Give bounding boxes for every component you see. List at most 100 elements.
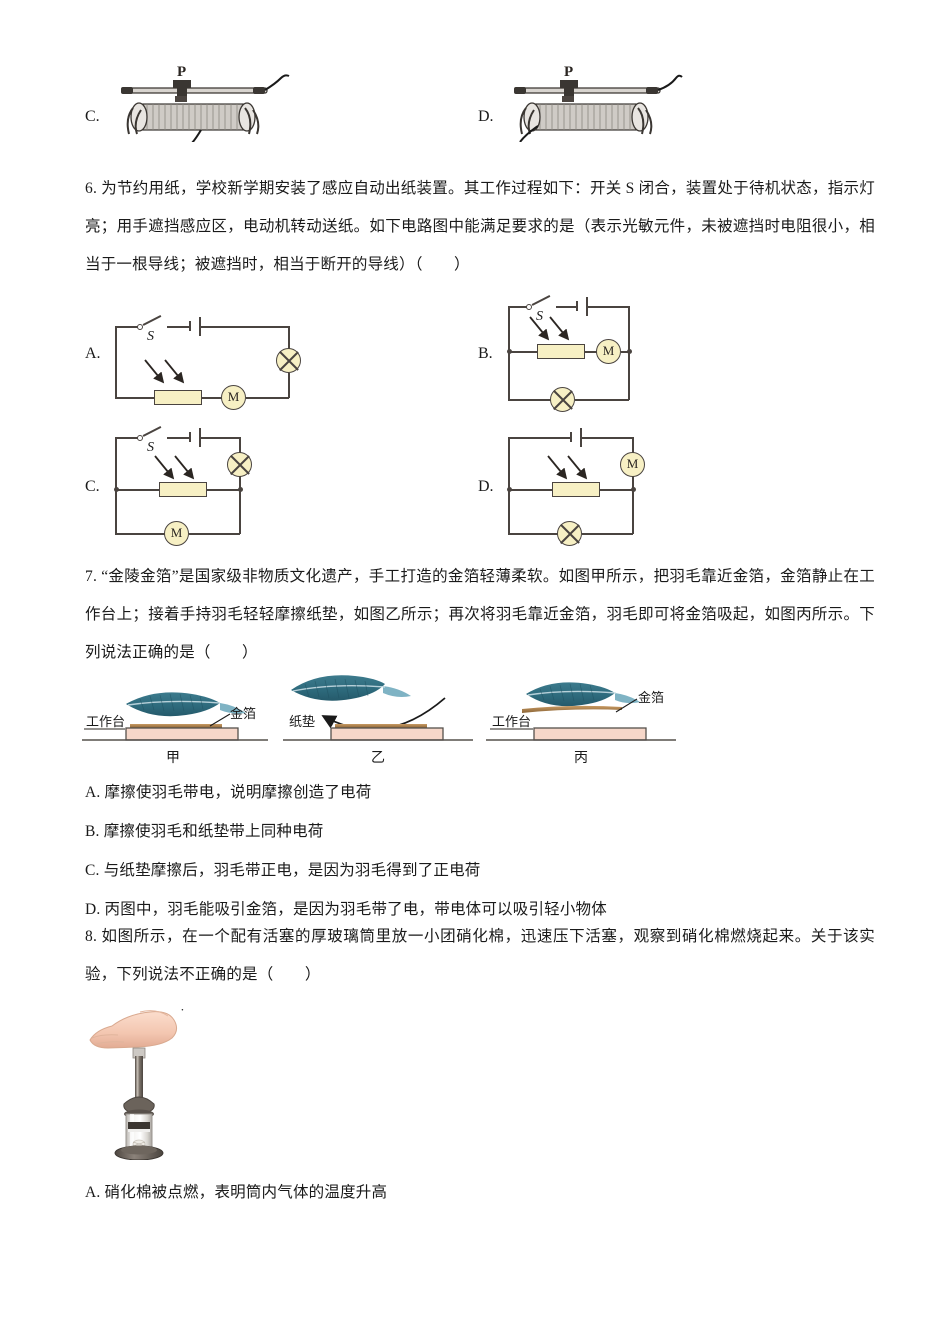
light-arrows	[528, 315, 578, 345]
wire-left	[115, 437, 117, 534]
question-7-text: 7. “金陵金箔”是国家级非物质文化遗产，手工打造的金箔轻薄柔软。如图甲所示，把…	[85, 558, 875, 672]
rheostat-figure-c: P	[115, 60, 295, 147]
wire-to-battery	[167, 437, 189, 439]
switch-pivot	[526, 303, 532, 310]
q8-option-a: A. 硝化棉被点燃，表明筒内气体的温度升高	[85, 1184, 388, 1201]
svg-text:P: P	[177, 64, 186, 80]
light-arrows	[546, 454, 596, 484]
wire-mid-right	[621, 351, 630, 353]
battery-short-plate	[570, 432, 572, 442]
svg-text:工作台: 工作台	[492, 714, 531, 729]
wire-bottom-right	[246, 397, 289, 399]
question-8-text: 8. 如图所示，在一个配有活塞的厚玻璃筒里放一小团硝化棉，迅速压下活塞，观察到硝…	[85, 918, 875, 994]
wire-top-left	[115, 437, 139, 439]
svg-text:丙: 丙	[574, 751, 588, 766]
light-arrows	[143, 358, 193, 388]
switch-pivot	[137, 434, 143, 441]
q7-body: “金陵金箔”是国家级非物质文化遗产，手工打造的金箔轻薄柔软。如图甲所示，把羽毛靠…	[85, 568, 875, 661]
switch-pivot	[137, 323, 143, 330]
wire-top-right	[582, 437, 633, 439]
svg-text:甲: 甲	[166, 751, 180, 766]
wire-top-right	[201, 326, 289, 328]
switch-label-s: S	[147, 440, 154, 455]
q7-option-d: D. 丙图中，羽毛能吸引金箔，是因为羽毛带了电，带电体可以吸引轻小物体	[85, 901, 607, 918]
photoresistor-symbol	[154, 390, 202, 405]
motor-symbol: M	[164, 521, 189, 546]
wire-right-lower	[239, 489, 241, 534]
battery-short-plate	[189, 321, 191, 331]
battery-long-plate	[199, 428, 201, 447]
wire-top-left	[508, 306, 528, 308]
wire-right-lower	[628, 351, 630, 400]
svg-text:金箔: 金箔	[230, 706, 256, 721]
wire-right-lower	[288, 373, 290, 398]
wire-top-left	[115, 326, 139, 328]
svg-text:乙: 乙	[371, 750, 385, 766]
battery-short-plate	[189, 432, 191, 442]
svg-text:P: P	[564, 64, 573, 80]
q7-option-c: C. 与纸垫摩擦后，羽毛带正电，是因为羽毛得到了正电荷	[85, 862, 481, 879]
q8-body-part1: 如图所示，在一个配有活塞的厚玻璃筒里放一小团硝化棉，迅速压下活塞，观察到硝化棉燃…	[85, 928, 875, 983]
photoresistor-symbol	[537, 344, 585, 359]
switch-lever	[142, 426, 162, 437]
wire-bottom-right	[189, 533, 240, 535]
circuit-option-c: S M	[113, 426, 355, 553]
wire-mid-left	[508, 351, 538, 353]
battery-short-plate	[576, 301, 578, 311]
switch-label-s: S	[147, 329, 154, 344]
question-6-text: 6. 为节约用纸，学校新学期安装了感应自动出纸装置。其工作过程如下：开关 S 闭…	[85, 170, 875, 284]
wire-bottom-left	[115, 397, 155, 399]
wire-right-upper	[288, 326, 290, 350]
q8-number: 8.	[85, 928, 98, 945]
wire-mid-center	[585, 351, 597, 353]
svg-text:纸垫: 纸垫	[289, 714, 315, 729]
q8-emphasis: 不正确	[179, 966, 226, 983]
wire-to-battery	[556, 306, 576, 308]
wire-bottom-left	[508, 399, 551, 401]
motor-symbol: M	[596, 339, 621, 364]
wire-right-upper	[632, 437, 634, 453]
photoresistor-symbol	[552, 482, 600, 497]
wire-mid-left	[508, 489, 553, 491]
q7-option-b: B. 摩擦使羽毛和纸垫带上同种电荷	[85, 823, 324, 840]
wire-mid-left	[115, 489, 160, 491]
wire-left	[115, 326, 117, 398]
rheostat-figure-d: P	[508, 60, 688, 147]
battery-long-plate	[586, 297, 588, 316]
q7-option-a: A. 摩擦使羽毛带电，说明摩擦创造了电荷	[85, 784, 372, 801]
circuit-option-d: M	[506, 428, 748, 553]
q8-body-part2: 的是（ ）	[226, 966, 321, 983]
q6-option-d-label: D.	[478, 478, 494, 495]
q6-option-b-label: B.	[478, 345, 493, 362]
lamp-symbol	[276, 348, 301, 373]
battery-long-plate	[199, 317, 201, 336]
wire-left	[508, 437, 510, 534]
wire-mid-right	[600, 489, 633, 491]
wire-mid-right	[207, 489, 240, 491]
motor-symbol: M	[620, 452, 645, 477]
wire-bottom-mid	[202, 397, 222, 399]
q7-number: 7.	[85, 568, 98, 585]
battery-long-plate	[580, 428, 582, 447]
switch-lever	[531, 295, 551, 306]
circuit-option-a: S M	[115, 300, 355, 415]
q5-option-c-label: C.	[85, 108, 100, 125]
wire-bottom-right	[575, 399, 629, 401]
wire-top-left	[508, 437, 570, 439]
wire-right-mid	[632, 476, 634, 490]
lamp-symbol	[557, 521, 582, 546]
wire-top-right	[201, 437, 241, 439]
wire-bottom-left	[115, 533, 165, 535]
wire-bottom-left	[508, 533, 558, 535]
goldleaf-figure: 工作台 金箔 甲	[78, 668, 698, 773]
wire-bottom-right	[582, 533, 633, 535]
q5-option-d-label: D.	[478, 108, 494, 125]
lamp-symbol	[550, 387, 575, 412]
q6-option-a-label: A.	[85, 345, 101, 362]
svg-text:工作台: 工作台	[86, 714, 125, 729]
wire-top-right	[588, 306, 630, 308]
svg-text:金箔: 金箔	[638, 690, 664, 705]
q6-option-c-label: C.	[85, 478, 100, 495]
q6-number: 6.	[85, 180, 98, 197]
